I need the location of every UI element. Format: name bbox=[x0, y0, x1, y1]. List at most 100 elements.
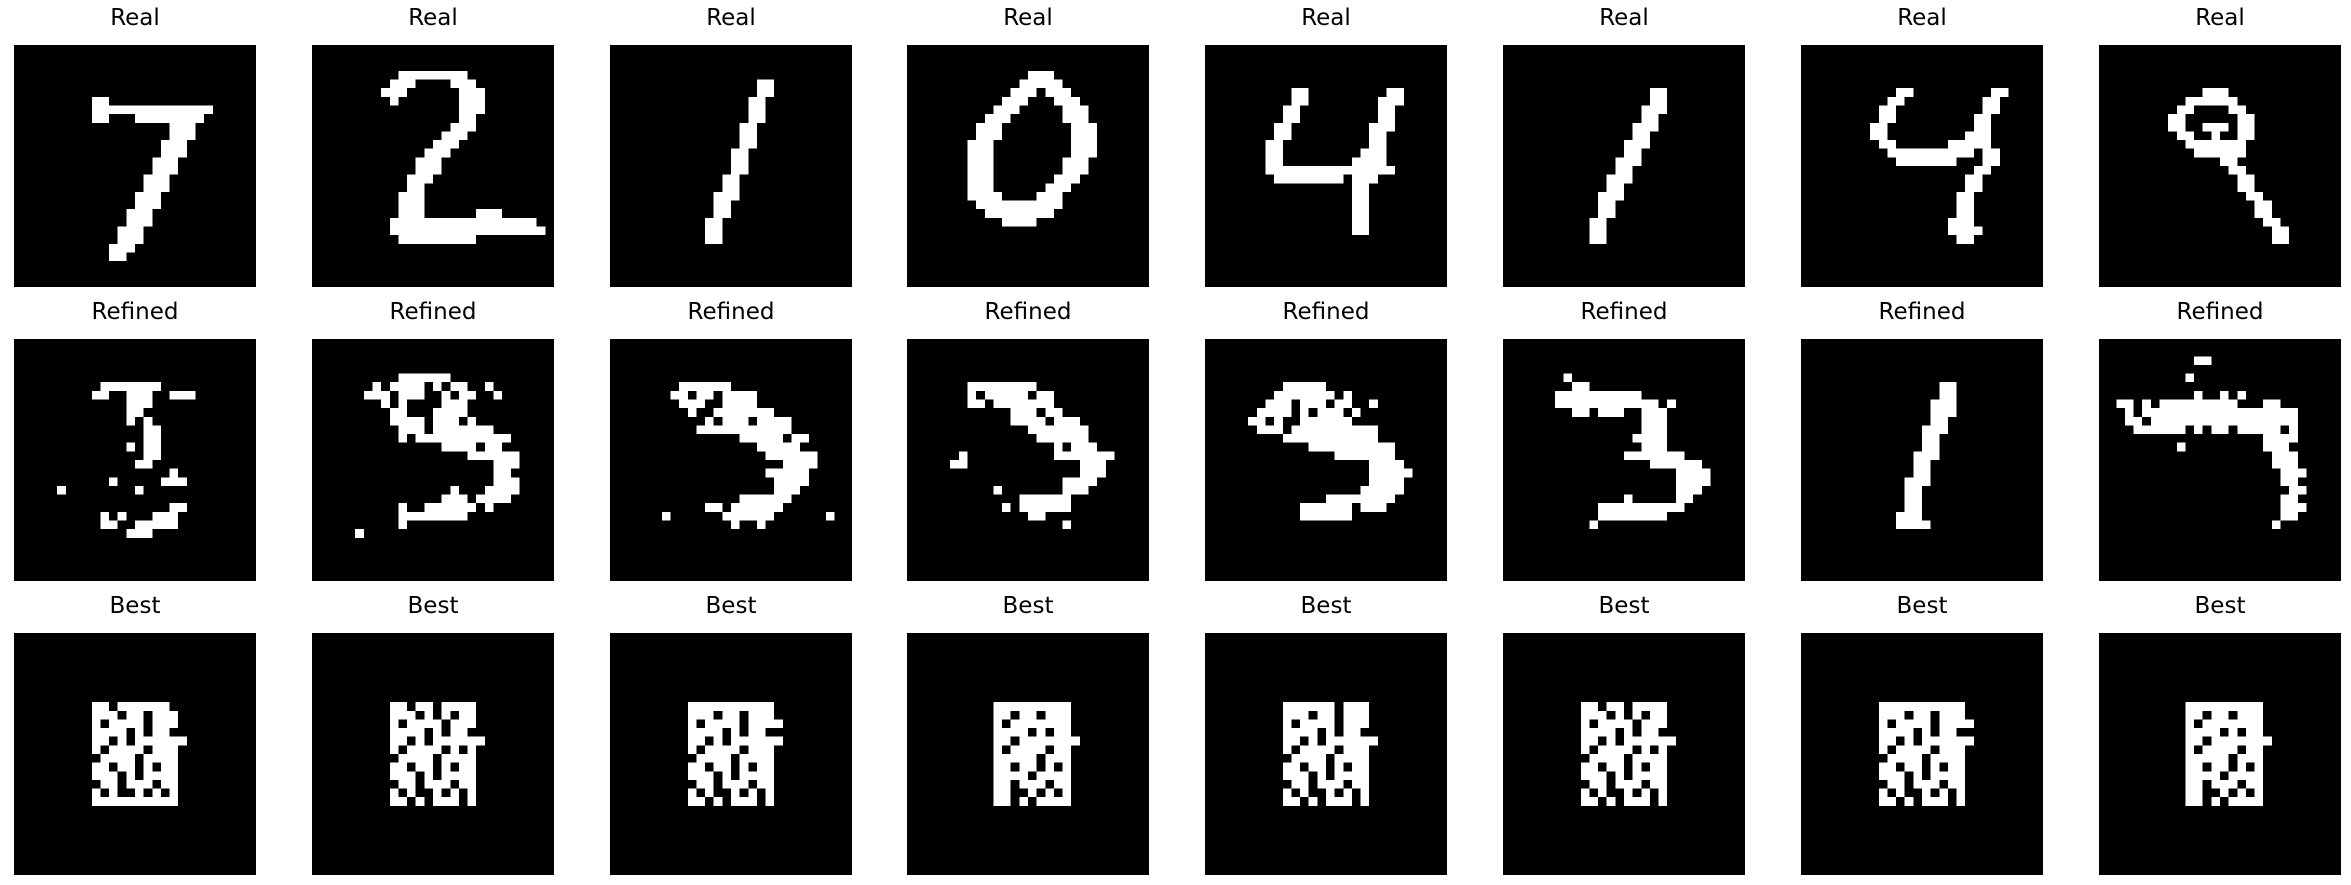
digit-image bbox=[312, 339, 554, 581]
panel-real-2: Real bbox=[312, 0, 554, 287]
digit-pixel-grid bbox=[1503, 339, 1745, 581]
digit-pixels bbox=[2185, 702, 2272, 806]
digit-pixels bbox=[705, 79, 775, 244]
panel-title: Refined bbox=[1282, 299, 1370, 325]
digit-pixels bbox=[355, 373, 520, 538]
panel-real-4: Real bbox=[907, 0, 1149, 287]
image-background bbox=[2099, 339, 2341, 581]
panel-real-1: Real bbox=[14, 0, 256, 287]
digit-pixel-grid bbox=[1503, 633, 1745, 875]
digit-pixel-grid bbox=[1205, 339, 1447, 581]
digit-image bbox=[1205, 633, 1447, 875]
panel-best-2: Best bbox=[312, 588, 554, 875]
digit-image bbox=[1801, 45, 2043, 287]
digit-pixel-grid bbox=[1801, 339, 2043, 581]
panel-real-3: Real bbox=[610, 0, 852, 287]
digit-pixel-grid bbox=[312, 633, 554, 875]
digit-pixels bbox=[91, 702, 187, 806]
digit-pixels bbox=[2116, 356, 2307, 530]
panel-title: Best bbox=[705, 593, 757, 619]
panel-title: Real bbox=[2195, 5, 2245, 31]
digit-pixels bbox=[687, 702, 783, 806]
digit-pixel-grid bbox=[2099, 45, 2341, 287]
panel-title: Refined bbox=[389, 299, 477, 325]
panel-refined-8: Refined bbox=[2099, 294, 2341, 581]
panel-title: Refined bbox=[1878, 299, 1966, 325]
panel-title: Real bbox=[1003, 5, 1053, 31]
panel-title: Refined bbox=[984, 299, 1072, 325]
digit-pixel-grid bbox=[14, 633, 256, 875]
panel-title: Real bbox=[706, 5, 756, 31]
digit-image bbox=[1503, 633, 1745, 875]
digit-pixels bbox=[950, 382, 1115, 530]
digit-pixels bbox=[993, 702, 1080, 806]
panel-real-8: Real bbox=[2099, 0, 2341, 287]
digit-pixels bbox=[661, 382, 835, 530]
panel-refined-4: Refined bbox=[907, 294, 1149, 581]
digit-pixel-grid bbox=[610, 633, 852, 875]
digit-image bbox=[610, 633, 852, 875]
panel-title: Best bbox=[407, 593, 459, 619]
panel-title: Best bbox=[2194, 593, 2246, 619]
panel-title: Refined bbox=[2176, 299, 2264, 325]
digit-image bbox=[14, 633, 256, 875]
digit-pixel-grid bbox=[1503, 45, 1745, 287]
panel-refined-7: Refined bbox=[1801, 294, 2043, 581]
digit-pixel-grid bbox=[1801, 45, 2043, 287]
digit-pixel-grid bbox=[312, 339, 554, 581]
digit-pixels bbox=[57, 382, 196, 538]
digit-image bbox=[14, 45, 256, 287]
digit-pixels bbox=[1580, 702, 1676, 806]
image-background bbox=[1205, 339, 1447, 581]
panel-real-6: Real bbox=[1503, 0, 1745, 287]
panel-title: Best bbox=[1598, 593, 1650, 619]
digit-pixel-grid bbox=[14, 45, 256, 287]
panel-title: Best bbox=[1300, 593, 1352, 619]
digit-image bbox=[1503, 45, 1745, 287]
digit-image bbox=[2099, 633, 2341, 875]
panel-best-7: Best bbox=[1801, 588, 2043, 875]
digit-pixels bbox=[389, 702, 485, 806]
digit-pixel-grid bbox=[907, 633, 1149, 875]
digit-pixel-grid bbox=[907, 45, 1149, 287]
digit-pixel-grid bbox=[610, 339, 852, 581]
panel-title: Real bbox=[1599, 5, 1649, 31]
digit-image bbox=[14, 339, 256, 581]
panel-best-5: Best bbox=[1205, 588, 1447, 875]
digit-image bbox=[312, 633, 554, 875]
panel-real-5: Real bbox=[1205, 0, 1447, 287]
digit-image bbox=[1801, 339, 2043, 581]
panel-title: Real bbox=[110, 5, 160, 31]
panel-title: Real bbox=[408, 5, 458, 31]
digit-pixel-grid bbox=[14, 339, 256, 581]
panel-real-7: Real bbox=[1801, 0, 2043, 287]
panel-title: Refined bbox=[91, 299, 179, 325]
digit-pixel-grid bbox=[1205, 45, 1447, 287]
digit-pixel-grid bbox=[2099, 633, 2341, 875]
digit-image bbox=[610, 339, 852, 581]
digit-image bbox=[610, 45, 852, 287]
panel-refined-6: Refined bbox=[1503, 294, 1745, 581]
digit-pixel-grid bbox=[610, 45, 852, 287]
panel-refined-5: Refined bbox=[1205, 294, 1447, 581]
digit-image bbox=[907, 45, 1149, 287]
panel-title: Refined bbox=[1580, 299, 1668, 325]
digit-image bbox=[1205, 339, 1447, 581]
digit-pixels bbox=[1248, 382, 1413, 521]
panel-title: Best bbox=[1002, 593, 1054, 619]
digit-image bbox=[1503, 339, 1745, 581]
panel-best-3: Best bbox=[610, 588, 852, 875]
panel-best-4: Best bbox=[907, 588, 1149, 875]
panel-refined-1: Refined bbox=[14, 294, 256, 581]
digit-pixels bbox=[1589, 88, 1668, 244]
digit-pixel-grid bbox=[1801, 633, 2043, 875]
digit-pixel-grid bbox=[907, 339, 1149, 581]
digit-pixels bbox=[91, 96, 213, 262]
digit-image bbox=[2099, 45, 2341, 287]
panel-best-6: Best bbox=[1503, 588, 1745, 875]
digit-pixels bbox=[1282, 702, 1378, 806]
digit-pixel-grid bbox=[2099, 339, 2341, 581]
panel-title: Best bbox=[1896, 593, 1948, 619]
panel-best-8: Best bbox=[2099, 588, 2341, 875]
digit-image bbox=[312, 45, 554, 287]
